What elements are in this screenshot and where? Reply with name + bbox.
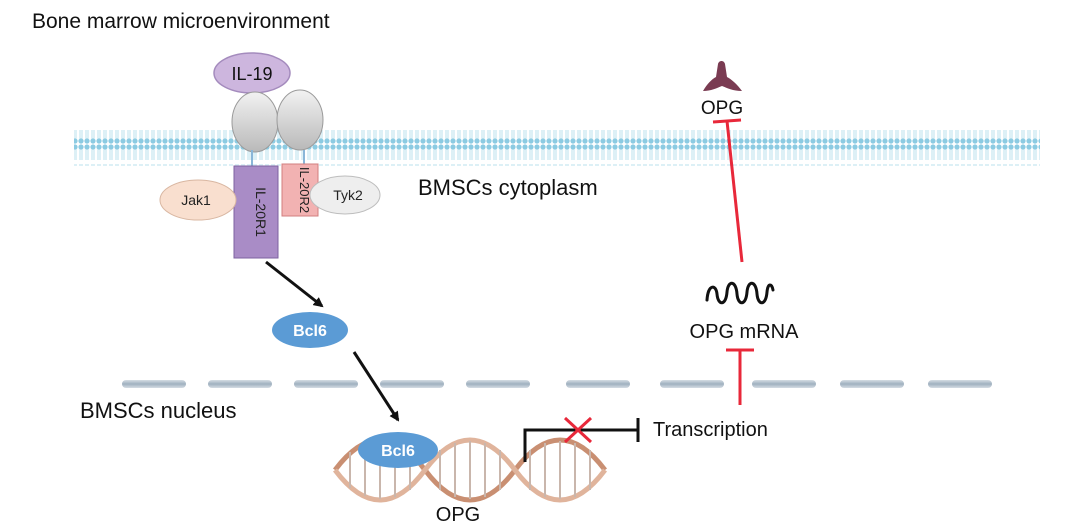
inhibition-mrna-to-opg-protein	[712, 118, 744, 263]
bcl6-cytoplasm-label: Bcl6	[293, 323, 327, 340]
mrna-squiggle-icon	[705, 281, 775, 305]
tyk2-label: Tyk2	[333, 187, 363, 203]
jak1-kinase: Jak1	[159, 179, 237, 221]
receptor-extracellular-domains	[231, 89, 324, 168]
opg-gene-label: OPG	[436, 504, 480, 526]
diagram-title: Bone marrow microenvironment	[32, 10, 330, 33]
blocked-x-icon	[563, 416, 593, 444]
il19-ligand: IL-19	[213, 52, 291, 94]
blocked-transcription-site	[523, 416, 640, 462]
opg-mrna-label: OPG mRNA	[690, 321, 800, 343]
bcl6-nuclear-label: Bcl6	[381, 443, 415, 460]
nuclear-envelope	[122, 380, 992, 388]
il20r2-label: IL-20R2	[297, 167, 312, 213]
transcription-label: Transcription	[653, 419, 768, 441]
bcl6-nuclear: Bcl6	[358, 432, 438, 468]
opg-protein-label: OPG	[701, 98, 743, 119]
il20r1-receptor: IL-20R1	[233, 165, 279, 259]
il20r2-receptor: IL-20R2	[281, 163, 319, 217]
nucleus-label: BMSCs nucleus	[80, 398, 237, 423]
inhibition-transcription-to-mrna	[726, 348, 754, 405]
jak1-label: Jak1	[181, 192, 211, 208]
activation-arrow-receptor-to-bcl6	[265, 260, 324, 308]
activation-arrow-bcl6-to-nucleus	[352, 351, 400, 422]
cell-membrane	[74, 130, 1040, 166]
tyk2-kinase: Tyk2	[309, 175, 381, 215]
cytoplasm-label: BMSCs cytoplasm	[418, 175, 598, 200]
il19-label: IL-19	[231, 64, 272, 84]
opg-protein-icon	[703, 61, 742, 91]
il20r1-label: IL-20R1	[253, 187, 269, 237]
bcl6-cytoplasm: Bcl6	[272, 312, 348, 348]
